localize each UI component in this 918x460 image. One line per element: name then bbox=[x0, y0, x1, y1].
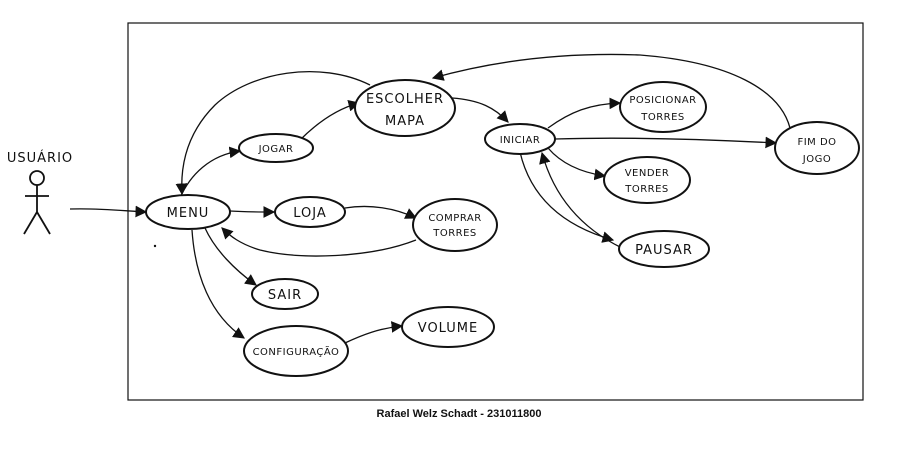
edge-menu-sair bbox=[204, 227, 257, 286]
node-loja-label: LOJA bbox=[293, 206, 327, 221]
node-pausar-label: PAUSAR bbox=[635, 243, 693, 258]
node-loja: LOJA bbox=[274, 196, 346, 228]
node-fim-line1: FIM DO bbox=[797, 137, 836, 148]
node-menu: MENU bbox=[145, 194, 231, 230]
edge-comprar-menu bbox=[221, 227, 417, 257]
edges bbox=[69, 53, 791, 344]
actor-usuario: USUÁRIO bbox=[7, 150, 73, 235]
node-volume-label: VOLUME bbox=[418, 321, 478, 336]
node-fim-do-jogo: FIM DO JOGO bbox=[774, 121, 860, 175]
actor-label: USUÁRIO bbox=[7, 150, 73, 166]
node-sair: SAIR bbox=[251, 278, 319, 310]
node-sair-label: SAIR bbox=[268, 288, 302, 303]
node-escolher-line2: MAPA bbox=[385, 114, 425, 129]
edge-iniciar-pausar bbox=[519, 151, 615, 243]
edge-iniciar-posicionar bbox=[547, 97, 622, 129]
node-comprar-torres: COMPRAR TORRES bbox=[412, 198, 498, 252]
node-vender-line2: TORRES bbox=[624, 184, 669, 195]
node-jogar: JOGAR bbox=[238, 133, 314, 163]
node-escolher-mapa: ESCOLHER MAPA bbox=[354, 79, 456, 137]
node-comprar-line1: COMPRAR bbox=[428, 213, 481, 224]
edge-pausar-iniciar bbox=[539, 151, 623, 249]
node-escolher-line1: ESCOLHER bbox=[366, 92, 444, 107]
edge-menu-jogar bbox=[179, 146, 242, 199]
node-fim-line2: JOGO bbox=[802, 154, 831, 165]
edge-jogar-escolher bbox=[299, 100, 361, 141]
node-posicionar-torres: POSICIONAR TORRES bbox=[619, 81, 707, 133]
edge-menu-configuracao bbox=[191, 229, 245, 339]
edge-escolher-menu bbox=[175, 70, 371, 196]
node-iniciar: INICIAR bbox=[484, 123, 556, 155]
node-menu-label: MENU bbox=[167, 206, 210, 221]
node-iniciar-label: INICIAR bbox=[500, 135, 541, 146]
node-pausar: PAUSAR bbox=[618, 230, 710, 268]
node-comprar-line2: TORRES bbox=[432, 228, 477, 239]
edge-escolher-iniciar bbox=[451, 97, 509, 123]
edge-iniciar-fim bbox=[554, 136, 778, 149]
node-posicionar-line1: POSICIONAR bbox=[629, 95, 696, 106]
node-volume: VOLUME bbox=[401, 306, 495, 348]
edge-usuario-menu bbox=[69, 205, 148, 218]
node-configuracao: CONFIGURAÇÃO bbox=[243, 325, 349, 377]
edge-configuracao-volume bbox=[344, 321, 404, 344]
actor-head bbox=[29, 170, 45, 186]
node-configuracao-label: CONFIGURAÇÃO bbox=[253, 345, 340, 358]
edge-iniciar-vender bbox=[547, 147, 607, 181]
edge-menu-loja bbox=[229, 206, 276, 218]
node-posicionar-line2: TORRES bbox=[640, 112, 685, 123]
node-vender-torres: VENDER TORRES bbox=[603, 156, 691, 204]
edge-loja-comprar bbox=[344, 205, 418, 219]
edge-fim-escolher bbox=[431, 53, 791, 129]
node-jogar-label: JOGAR bbox=[258, 144, 294, 155]
node-vender-line1: VENDER bbox=[625, 168, 670, 179]
author-caption: Rafael Welz Schadt - 231011800 bbox=[376, 408, 542, 420]
stray-dot bbox=[153, 244, 157, 248]
